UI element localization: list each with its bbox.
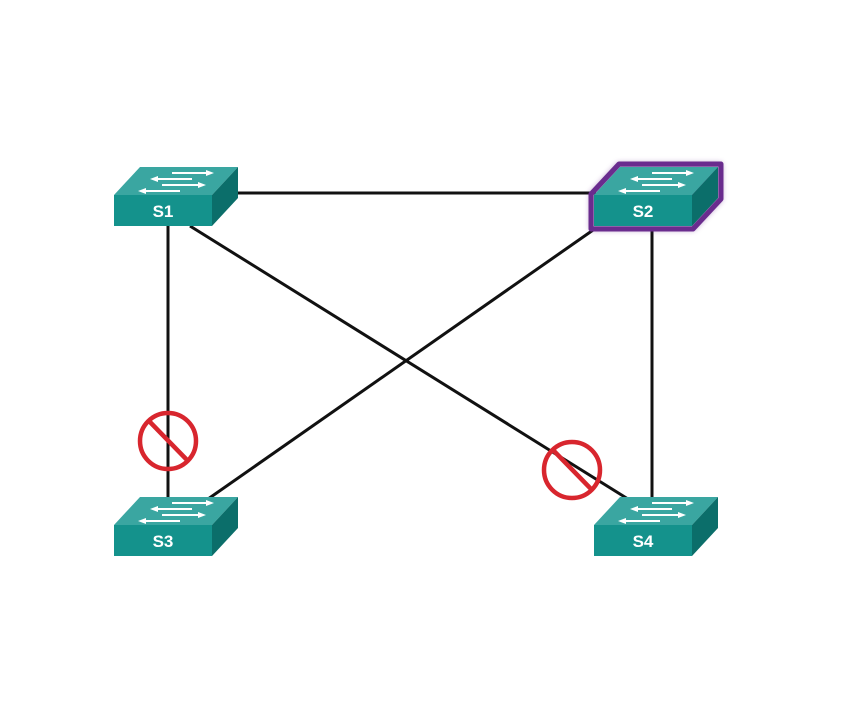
switch-label: S1 xyxy=(153,202,174,221)
switch-s4[interactable]: S4 xyxy=(593,496,719,557)
switch-s1[interactable]: S1 xyxy=(113,166,239,227)
switch-label: S3 xyxy=(153,532,174,551)
links xyxy=(166,191,654,501)
blocked-port-icon xyxy=(541,439,603,501)
switch-label: S2 xyxy=(633,202,654,221)
link-s2-s3 xyxy=(207,226,597,501)
blocked-port-icon xyxy=(137,410,199,472)
network-switch-icon xyxy=(593,166,719,227)
network-switch-icon xyxy=(593,496,719,557)
network-switch-icon xyxy=(113,166,239,227)
switch-s3[interactable]: S3 xyxy=(113,496,239,557)
switch-label: S4 xyxy=(633,532,654,551)
switch-s2[interactable]: S2 xyxy=(588,161,724,232)
network-switch-icon xyxy=(113,496,239,557)
